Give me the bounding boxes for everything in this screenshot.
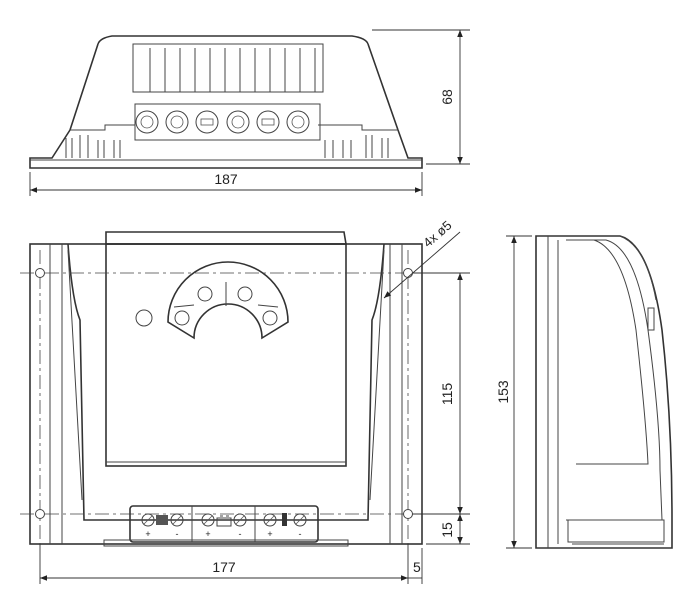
dim-68: 68 — [372, 29, 470, 165]
terminal-minus-2: - — [239, 529, 242, 539]
terminal-plus-3: + — [267, 529, 272, 539]
dim-115: 115 — [412, 272, 470, 515]
terminal-plus-2: + — [205, 529, 210, 539]
terminal-screws-top — [135, 110, 310, 134]
front-terminal-strip: + - + - + - — [103, 505, 349, 547]
status-led — [135, 309, 153, 327]
battery-icon — [216, 517, 232, 527]
heat-sink-fins — [149, 48, 316, 92]
load-lamp-icon — [282, 513, 287, 526]
front-view: + - + - + - 4x ø5 115 15 — [20, 218, 470, 584]
dim-label-15: 15 — [439, 522, 455, 538]
dim-label-68: 68 — [439, 89, 455, 105]
solar-panel-icon — [156, 515, 168, 525]
dim-153: 153 — [495, 235, 532, 549]
front-lid — [105, 243, 347, 467]
base-ribs — [65, 135, 389, 158]
dim-187: 187 — [29, 171, 423, 196]
dim-label-153: 153 — [495, 380, 511, 404]
dim-5: 5 — [408, 548, 423, 584]
dim-15: 15 — [426, 514, 470, 545]
terminal-block-top — [134, 103, 321, 141]
side-view: 153 — [495, 235, 673, 549]
dim-label-187: 187 — [214, 171, 238, 187]
dim-label-hole-spec: 4x ø5 — [420, 218, 454, 251]
terminal-minus-3: - — [299, 529, 302, 539]
dim-label-177: 177 — [212, 559, 236, 575]
terminal-plus-1: + — [145, 529, 150, 539]
dim-177: 177 — [39, 544, 409, 584]
terminal-minus-1: - — [176, 529, 179, 539]
led-arc-display — [167, 261, 289, 340]
dim-label-115: 115 — [439, 383, 455, 406]
dim-label-5: 5 — [413, 559, 421, 575]
top-view: 187 68 — [29, 29, 470, 196]
heat-sink — [132, 43, 324, 93]
mounting-holes — [35, 268, 413, 519]
